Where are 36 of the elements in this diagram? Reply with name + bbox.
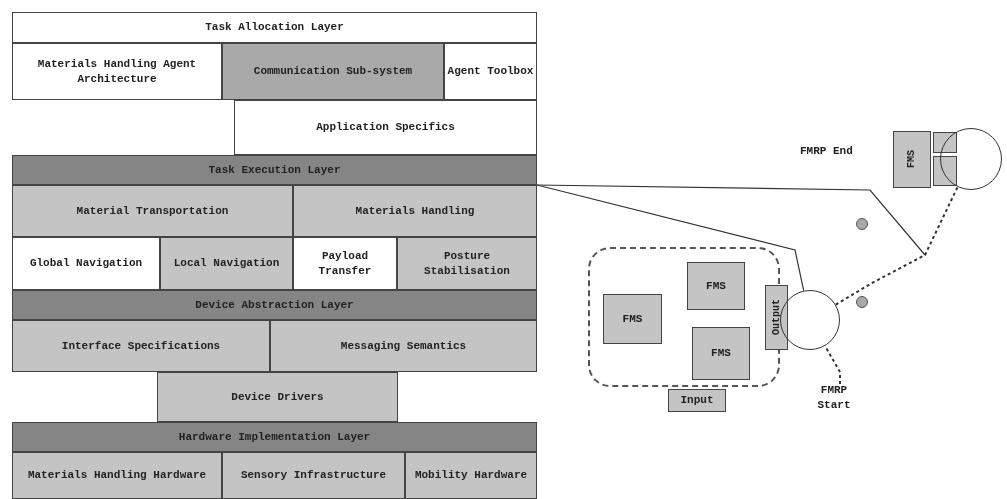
module-box: Communication Sub-system [222, 43, 444, 100]
module-box: Local Navigation [160, 237, 293, 290]
obstacle-dot [856, 296, 868, 308]
module-box: Mobility Hardware [405, 452, 537, 499]
path-line [824, 345, 841, 385]
fms-box: FMS [692, 327, 750, 380]
fms-box: FMS [603, 294, 662, 344]
output-box: Output [765, 285, 788, 350]
module-box: Device Drivers [157, 372, 398, 422]
layer-band: Hardware Implementation Layer [12, 422, 537, 452]
module-box: Sensory Infrastructure [222, 452, 405, 499]
path-line [834, 186, 959, 306]
input-box: Input [668, 389, 726, 412]
layer-band: Task Execution Layer [12, 155, 537, 185]
dashed-region [588, 247, 780, 387]
port-box [933, 156, 957, 186]
module-box: Agent Toolbox [444, 43, 537, 100]
end-label: FMRP End [800, 144, 853, 159]
fms-box: FMS [893, 131, 931, 188]
layer-band: Task Allocation Layer [12, 12, 537, 43]
module-box: Payload Transfer [293, 237, 397, 290]
module-box: Materials Handling Hardware [12, 452, 222, 499]
connector-line [536, 184, 926, 256]
module-box: Materials Handling Agent Architecture [12, 43, 222, 100]
fms-box: FMS [687, 262, 745, 310]
module-box: Messaging Semantics [270, 320, 537, 372]
module-box: Material Transportation [12, 185, 293, 237]
module-box: Global Navigation [12, 237, 160, 290]
module-box: Materials Handling [293, 185, 537, 237]
start-label: FMRP Start [806, 384, 862, 412]
port-box [933, 132, 957, 153]
layer-band: Device Abstraction Layer [12, 290, 537, 320]
module-box: Posture Stabilisation [397, 237, 537, 290]
obstacle-dot [856, 218, 868, 230]
module-box: Interface Specifications [12, 320, 270, 372]
module-box: Application Specifics [234, 100, 537, 155]
